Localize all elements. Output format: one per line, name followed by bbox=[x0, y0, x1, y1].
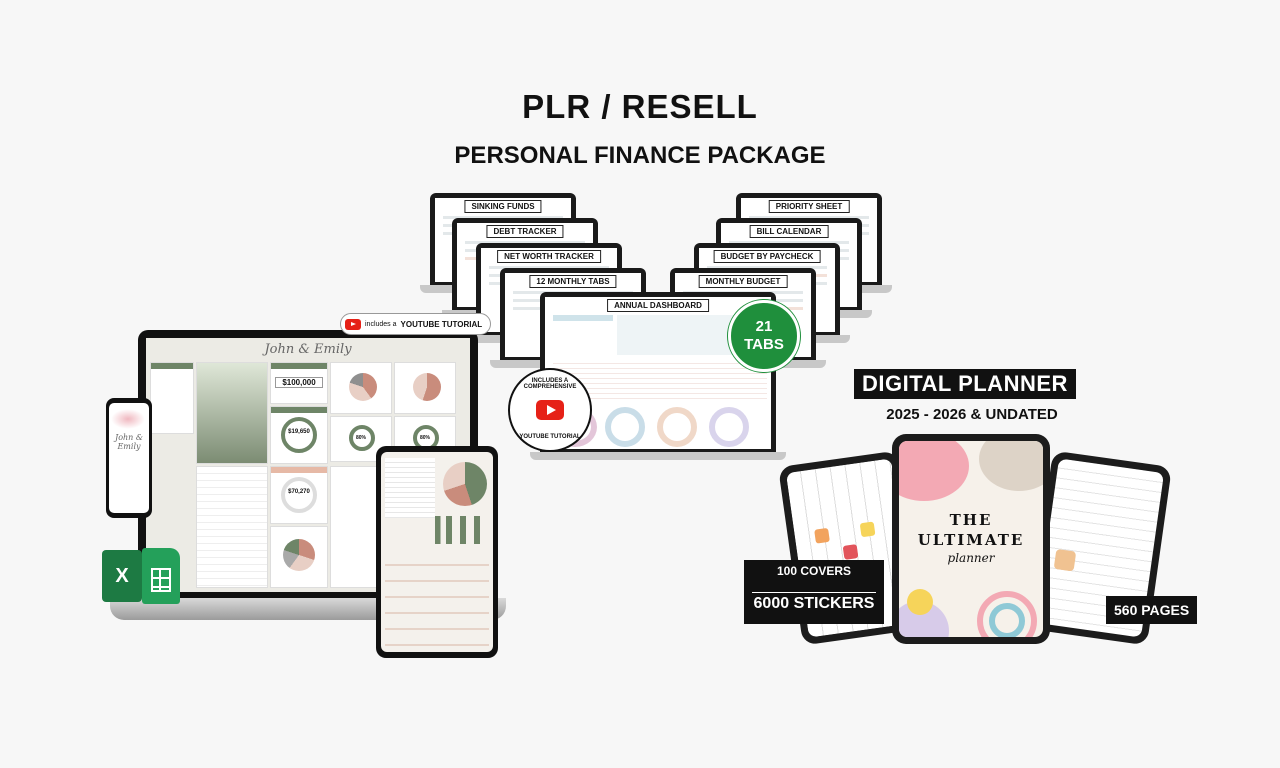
pill-youtube-tutorial: YOUTUBE TUTORIAL bbox=[400, 319, 483, 329]
covers-stickers-badge: 100 COVERS 6000 STICKERS bbox=[744, 560, 884, 624]
label-12-monthly-tabs: 12 MONTHLY TABS bbox=[529, 275, 617, 288]
tabs-word: TABS bbox=[744, 336, 784, 353]
page-title: PLR / RESELL bbox=[522, 88, 758, 125]
excel-icon: X bbox=[102, 550, 142, 602]
youtube-tutorial-seal: INCLUDES A COMPREHENSIVE YOUTUBE TUTORIA… bbox=[508, 368, 592, 452]
cover-the: THE bbox=[949, 511, 993, 529]
covers-count: 100 COVERS bbox=[776, 564, 852, 578]
google-sheets-icon bbox=[142, 548, 180, 604]
donut-1-value: 80% bbox=[355, 435, 366, 441]
label-budget-by-paycheck: BUDGET BY PAYCHECK bbox=[713, 250, 821, 263]
digital-planner-title: DIGITAL PLANNER bbox=[854, 369, 1076, 399]
tablet-device bbox=[376, 446, 498, 658]
tabs-count-badge: 21 TABS bbox=[728, 300, 800, 372]
label-priority-sheet: PRIORITY SHEET bbox=[768, 200, 850, 213]
ipad-planner-cover: THE ULTIMATE planner bbox=[892, 434, 1050, 644]
couple-names: John & Emily bbox=[264, 342, 352, 357]
label-bill-calendar: BILL CALENDAR bbox=[749, 225, 829, 238]
tabs-number: 21 bbox=[755, 318, 773, 335]
pages-count-badge: 560 PAGES bbox=[1106, 596, 1198, 624]
cover-ultimate: ULTIMATE bbox=[917, 531, 1025, 549]
phone-device: John & Emily bbox=[106, 398, 152, 518]
cover-planner: planner bbox=[947, 551, 995, 565]
youtube-icon bbox=[536, 400, 564, 420]
youtube-tutorial-pill: includes a YOUTUBE TUTORIAL bbox=[340, 313, 492, 335]
digital-planner-subtitle: 2025 - 2026 & UNDATED bbox=[886, 406, 1058, 423]
pill-includes: includes a bbox=[365, 320, 397, 328]
wedding-budget-value: $100,000 bbox=[275, 377, 323, 388]
phone-names: John & Emily bbox=[115, 433, 143, 451]
donut-2-value: 80% bbox=[419, 435, 430, 441]
youtube-icon bbox=[345, 318, 361, 330]
left-to-budget-value: $19,650 bbox=[288, 429, 310, 435]
label-monthly-budget: MONTHLY BUDGET bbox=[698, 275, 788, 288]
label-net-worth-tracker: NET WORTH TRACKER bbox=[497, 250, 601, 263]
seal-text-bottom: YOUTUBE TUTORIAL bbox=[519, 434, 581, 440]
stickers-count: 6000 STICKERS bbox=[752, 592, 876, 613]
label-debt-tracker: DEBT TRACKER bbox=[486, 225, 564, 238]
label-annual-dashboard: ANNUAL DASHBOARD bbox=[607, 299, 709, 312]
label-sinking-funds: SINKING FUNDS bbox=[464, 200, 542, 213]
left-to-spend-value: $70,270 bbox=[288, 489, 310, 495]
seal-text-top: INCLUDES A COMPREHENSIVE bbox=[523, 378, 577, 390]
page-subtitle: PERSONAL FINANCE PACKAGE bbox=[454, 142, 826, 169]
